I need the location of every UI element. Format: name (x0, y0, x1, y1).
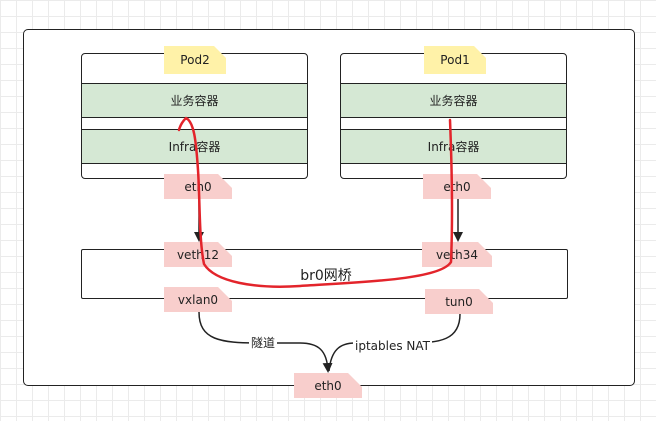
pod2-app-container: 业务容器 (81, 83, 308, 118)
br0-bridge-label: br0网桥 (300, 268, 352, 284)
tun0-label: tun0 (445, 294, 473, 309)
pod1-eth0-label: eth0 (443, 179, 471, 194)
nat-edge-label-text: iptables NAT (355, 339, 430, 353)
pod1-infra-container-label: Infra容器 (427, 140, 480, 154)
veth34-label: veth34 (435, 247, 479, 262)
host-eth0-tag: eth0 (294, 373, 362, 398)
pod1-name-note: Pod1 (424, 46, 486, 74)
pod1-eth0-tag: eth0 (423, 174, 491, 199)
vxlan0-label: vxlan0 (177, 292, 219, 307)
veth12-tag: veth12 (164, 242, 232, 267)
pod2-name: Pod2 (180, 53, 210, 67)
veth12-label: veth12 (176, 247, 220, 262)
host-eth0-label: eth0 (314, 378, 342, 393)
tun0-tag: tun0 (425, 289, 493, 314)
br0-bridge-label-wrap: br0网桥 (268, 265, 384, 285)
pod1-app-container-label: 业务容器 (429, 94, 478, 108)
pod2-name-note: Pod2 (164, 46, 226, 74)
veth34-tag: veth34 (422, 242, 492, 267)
pod1-app-container: 业务容器 (340, 83, 567, 118)
pod1-infra-container: Infra容器 (340, 129, 567, 164)
pod2-infra-container-label: Infra容器 (168, 140, 221, 154)
pod1-name: Pod1 (440, 53, 470, 67)
nat-edge-label: iptables NAT (353, 339, 432, 354)
pod2-app-container-label: 业务容器 (170, 94, 219, 108)
tunnel-edge-label-text: 隧道 (251, 336, 276, 350)
tunnel-edge-label: 隧道 (249, 336, 278, 351)
vxlan0-tag: vxlan0 (164, 287, 232, 312)
red-traffic-path (177, 116, 454, 288)
